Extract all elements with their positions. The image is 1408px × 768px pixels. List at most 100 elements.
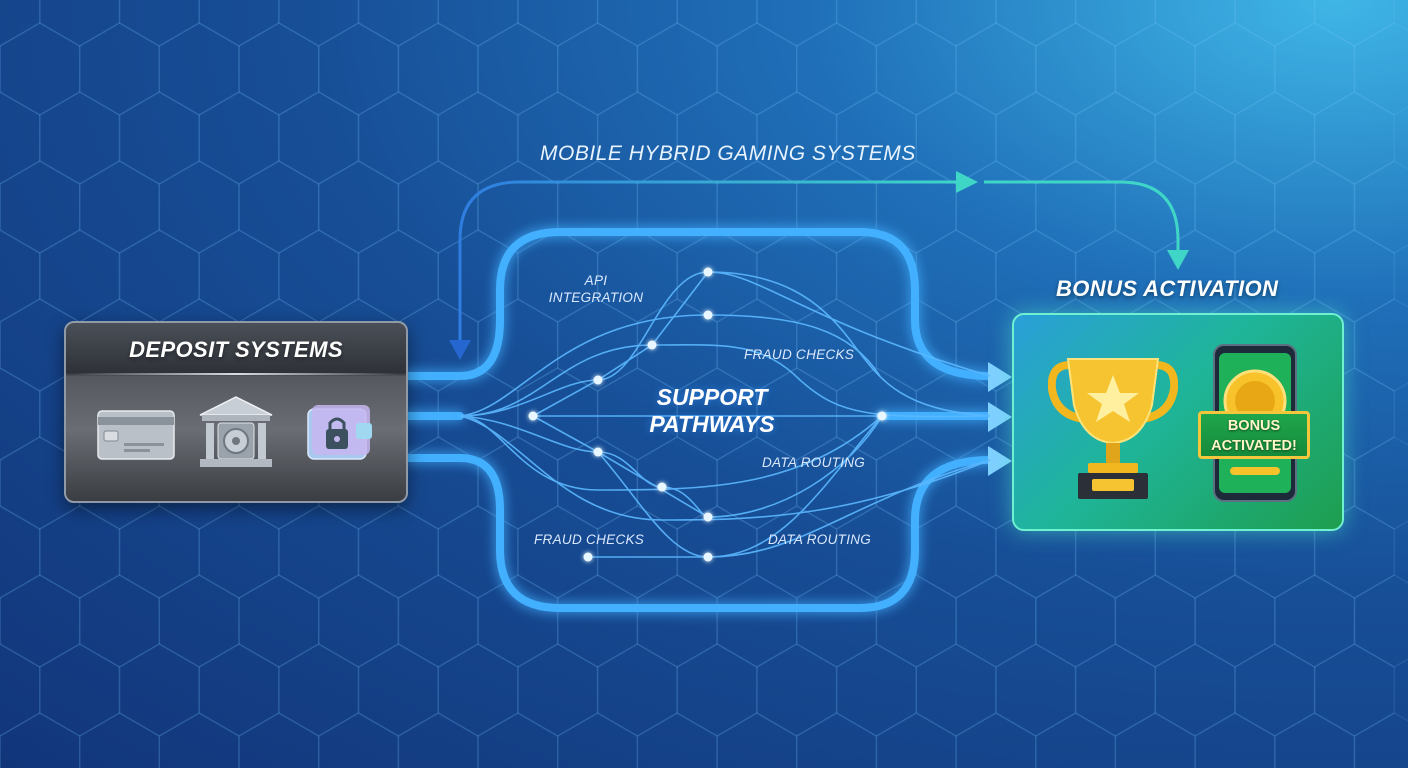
hexagon-tile: [158, 160, 240, 254]
hexagon-tile: [995, 229, 1077, 323]
network-node: [647, 340, 657, 350]
hexagon-tile: [0, 160, 81, 254]
hexagon-tile: [835, 505, 918, 599]
network-node: [528, 411, 538, 421]
hexagon-tile: [795, 712, 878, 768]
deposit-systems-title: DEPOSIT SYSTEMS: [129, 337, 343, 362]
hexagon-tile: [756, 0, 838, 47]
hexagon-tile: [716, 712, 798, 768]
hexagon-tile: [477, 436, 559, 530]
hexagon-tile: [1313, 91, 1396, 185]
hexagon-tile: [437, 91, 519, 185]
hexagon-tile: [357, 643, 439, 737]
hexagon-tile: [1313, 229, 1396, 323]
hexagon-tile: [1234, 229, 1316, 323]
hexagon-tile: [955, 160, 1037, 254]
hexagon-tile: [556, 298, 639, 392]
hexagon-tile: [1114, 574, 1196, 668]
bank-vault-icon: [199, 396, 273, 467]
hexagon-tile: [198, 643, 280, 737]
hexagon-tile: [636, 22, 718, 116]
top-arrow-head-down-left: [449, 340, 471, 360]
hexagon-tile: [477, 574, 559, 668]
hexagon-tile: [756, 91, 838, 185]
network-node: [583, 552, 593, 562]
hexagon-tile: [795, 436, 878, 530]
hexagon-tile: [39, 505, 121, 599]
fraud-checks-lower-label: FRAUD CHECKS: [534, 532, 645, 547]
hexagon-tile: [0, 91, 41, 185]
hexagon-tile: [357, 229, 439, 323]
deposit-systems-header: DEPOSIT SYSTEMS: [66, 323, 406, 375]
hexagon-tile: [915, 643, 997, 737]
network-node: [703, 512, 713, 522]
api-integration-line2: INTEGRATION: [548, 290, 644, 305]
hexagon-tile: [915, 0, 997, 47]
hexagon-tile: [1274, 160, 1356, 254]
hexagon-tile: [437, 643, 519, 737]
hexagon-tile: [1313, 643, 1396, 737]
support-pathways-label: SUPPORT PATHWAYS: [622, 384, 802, 438]
hexagon-tile: [676, 0, 758, 47]
hexagon-tile: [636, 298, 718, 392]
hexagon-tile: [1074, 229, 1157, 323]
hexagon-tile: [1353, 160, 1408, 254]
hexagon-tile: [955, 712, 1037, 768]
hexagon-tile: [517, 505, 599, 599]
hexagon-tile: [397, 712, 479, 768]
hexagon-tile: [915, 505, 997, 599]
hexagon-tile: [835, 643, 918, 737]
hexagon-tile: [477, 712, 559, 768]
hexagon-tile: [317, 574, 400, 668]
trophy-icon: [1048, 358, 1178, 499]
hexagon-tile: [0, 22, 81, 116]
hexagon-tile: [1234, 91, 1316, 185]
hexagon-tile: [78, 574, 161, 668]
hexagon-tile: [676, 643, 758, 737]
hexagon-tile: [596, 505, 678, 599]
network-node: [703, 552, 713, 562]
hexagon-tile: [0, 643, 41, 737]
fraud-checks-upper-label: FRAUD CHECKS: [744, 347, 855, 362]
hexagon-tile: [995, 0, 1077, 47]
wallet-lock-icon: [307, 405, 372, 460]
hexagon-tile: [437, 505, 519, 599]
hexagon-tile: [915, 91, 997, 185]
hexagon-tile: [1074, 643, 1157, 737]
hexagon-tile: [278, 643, 360, 737]
hexagon-tile: [0, 367, 41, 461]
hexagon-tile: [795, 22, 878, 116]
network-node: [703, 310, 713, 320]
lower-glow-pathway: [402, 454, 994, 612]
hexagon-tile: [0, 712, 81, 768]
hexagon-tile: [0, 0, 41, 47]
hexagon-tile: [0, 436, 81, 530]
hexagon-tile: [238, 160, 320, 254]
hexagon-tile: [158, 712, 240, 768]
arrow-head-upper: [988, 362, 1012, 392]
network-node: [657, 482, 667, 492]
hexagon-tile: [78, 712, 161, 768]
hexagon-tile: [955, 22, 1037, 116]
support-pathways-line1: SUPPORT: [656, 384, 768, 410]
deposit-systems-panel: DEPOSIT SYSTEMS: [64, 321, 408, 503]
hexagon-tile: [158, 574, 240, 668]
upper-glow-pathway: [402, 228, 994, 380]
hexagon-tile: [596, 0, 678, 47]
network-line: [532, 271, 709, 417]
hexagon-tile: [1274, 22, 1356, 116]
network-line: [459, 415, 883, 491]
hexagon-tile: [357, 0, 439, 47]
hexagon-tile: [158, 22, 240, 116]
hexagon-tile: [1234, 643, 1316, 737]
credit-card-icon: [97, 410, 175, 460]
hexagon-tile: [1353, 712, 1408, 768]
deposit-divider: [74, 373, 398, 375]
hexagon-tile: [1194, 160, 1276, 254]
hexagon-tile: [0, 229, 41, 323]
hexagon-tile: [1114, 22, 1196, 116]
hexagon-tile: [1074, 91, 1157, 185]
arrow-head-lower: [988, 446, 1012, 476]
hexagon-tile: [1194, 712, 1276, 768]
